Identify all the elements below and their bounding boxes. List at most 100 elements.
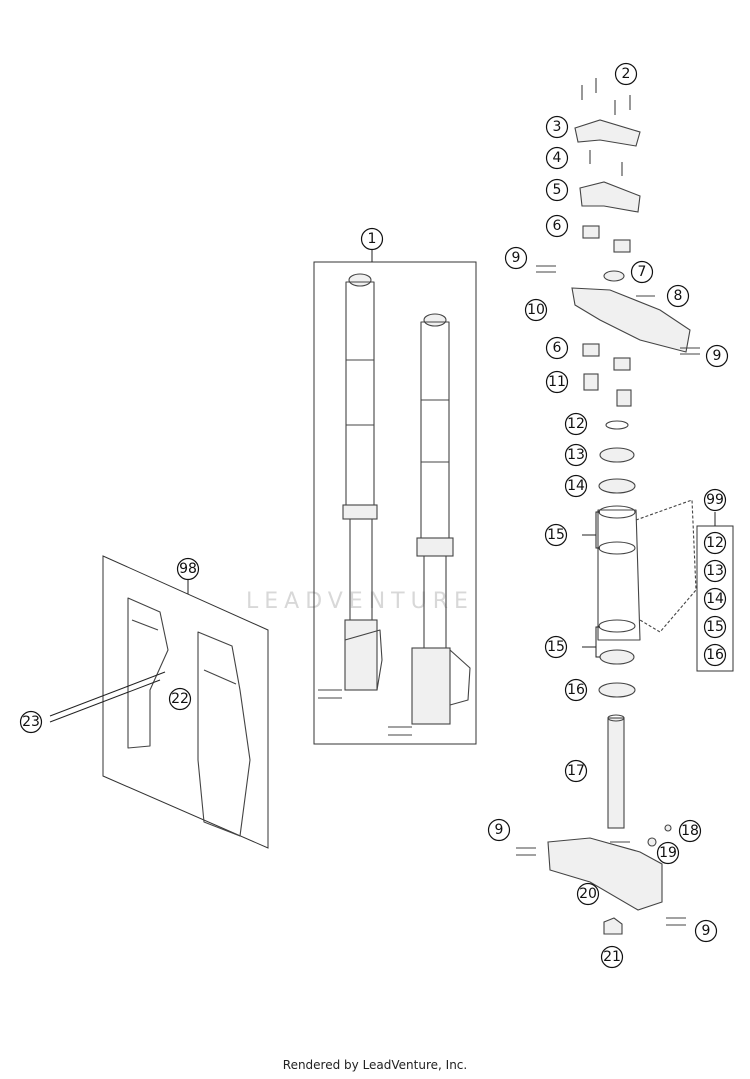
callout-98[interactable]: 98 (176, 557, 200, 581)
svg-text:11: 11 (548, 374, 566, 390)
svg-text:5: 5 (553, 182, 562, 198)
handlebar-clamp-stack (536, 78, 700, 407)
callout-13[interactable]: 13 (564, 443, 588, 467)
lower-bearing-race (599, 649, 635, 665)
kit-99-item-15[interactable]: 15 (703, 615, 727, 639)
dust-seal (599, 447, 635, 463)
kit-99-item-14[interactable]: 14 (703, 587, 727, 611)
callout-10[interactable]: 10 (524, 298, 548, 322)
svg-text:15: 15 (547, 527, 565, 543)
callout-8[interactable]: 8 (666, 284, 690, 308)
callout-2[interactable]: 2 (614, 62, 638, 86)
clamp-bolts-upper (536, 265, 700, 355)
steering-bearings (582, 420, 697, 698)
washer-19 (647, 837, 657, 847)
svg-text:14: 14 (567, 478, 585, 494)
lower-triple-clamp (547, 837, 663, 911)
clamp-bolts (581, 78, 631, 115)
clamp-screws (589, 150, 623, 176)
svg-text:20: 20 (579, 886, 597, 902)
svg-text:9: 9 (512, 250, 521, 266)
clamp-bolts-lower (516, 841, 686, 926)
fork-assembly-group (313, 249, 477, 745)
svg-text:6: 6 (553, 340, 562, 356)
callout-17[interactable]: 17 (564, 759, 588, 783)
callout-9-lower-left[interactable]: 9 (487, 818, 511, 842)
fork-leg-right (411, 313, 471, 725)
upper-triple-clamp (571, 287, 691, 353)
svg-text:7: 7 (638, 264, 647, 280)
callout-9-lower-right[interactable]: 9 (694, 919, 718, 943)
upper-clamp (574, 119, 641, 147)
svg-text:12: 12 (706, 535, 724, 551)
svg-text:22: 22 (171, 691, 189, 707)
svg-text:3: 3 (553, 119, 562, 135)
fork-frame (313, 261, 477, 745)
steering-head-frame (597, 499, 697, 641)
steering-stem (607, 717, 625, 829)
svg-text:16: 16 (706, 647, 724, 663)
svg-text:23: 23 (22, 714, 40, 730)
callout-20[interactable]: 20 (576, 882, 600, 906)
callout-7[interactable]: 7 (630, 260, 654, 284)
washer (605, 420, 629, 430)
callout-15-lower[interactable]: 15 (544, 635, 568, 659)
callout-9-upper-right[interactable]: 9 (705, 344, 729, 368)
callout-1[interactable]: 1 (360, 227, 384, 251)
callout-23[interactable]: 23 (19, 710, 43, 734)
rubber-bushings-lower (582, 343, 631, 371)
fork-protector-left (127, 597, 169, 749)
fork-protector-right (197, 631, 251, 837)
lower-bearing (598, 682, 636, 698)
svg-text:18: 18 (681, 823, 699, 839)
svg-text:12: 12 (567, 416, 585, 432)
callout-9-top[interactable]: 9 (504, 246, 528, 270)
kit-99-item-12[interactable]: 12 (703, 531, 727, 555)
callout-19[interactable]: 19 (656, 841, 680, 865)
callout-15-upper[interactable]: 15 (544, 523, 568, 547)
svg-text:15: 15 (547, 639, 565, 655)
callout-16[interactable]: 16 (564, 678, 588, 702)
callout-6-lower[interactable]: 6 (545, 336, 569, 360)
callout-5[interactable]: 5 (545, 178, 569, 202)
bushing-sleeves (583, 373, 632, 407)
svg-text:9: 9 (495, 822, 504, 838)
svg-text:13: 13 (567, 447, 585, 463)
svg-text:2: 2 (622, 66, 631, 82)
kit-99-item-16[interactable]: 16 (703, 643, 727, 667)
kit-99-group (696, 512, 734, 672)
svg-text:1: 1 (368, 231, 377, 247)
svg-text:17: 17 (567, 763, 585, 779)
callout-21[interactable]: 21 (600, 945, 624, 969)
fork-leg-left (342, 273, 383, 691)
callout-22[interactable]: 22 (168, 687, 192, 711)
svg-text:4: 4 (553, 150, 562, 166)
axle-clamp-bolts-right (388, 726, 412, 736)
svg-text:9: 9 (702, 923, 711, 939)
kit-99-item-13[interactable]: 13 (703, 559, 727, 583)
svg-text:10: 10 (527, 302, 545, 318)
svg-text:16: 16 (567, 682, 585, 698)
callout-11[interactable]: 11 (545, 370, 569, 394)
callout-18[interactable]: 18 (678, 819, 702, 843)
svg-text:98: 98 (179, 561, 197, 577)
axle-clamp-bolts-left (318, 689, 342, 699)
svg-text:6: 6 (553, 218, 562, 234)
callout-99[interactable]: 99 (703, 488, 727, 512)
svg-text:13: 13 (706, 563, 724, 579)
callout-4[interactable]: 4 (545, 146, 569, 170)
plug-21 (603, 917, 623, 935)
callout-14[interactable]: 14 (564, 474, 588, 498)
svg-text:15: 15 (706, 619, 724, 635)
nut-cap (603, 270, 625, 282)
svg-text:99: 99 (706, 492, 724, 508)
callout-12[interactable]: 12 (564, 412, 588, 436)
svg-text:8: 8 (674, 288, 683, 304)
callout-3[interactable]: 3 (545, 115, 569, 139)
upper-bearing (598, 478, 636, 494)
rubber-bushings-upper (582, 225, 631, 253)
callout-6[interactable]: 6 (545, 214, 569, 238)
svg-text:14: 14 (706, 591, 724, 607)
svg-text:9: 9 (713, 348, 722, 364)
